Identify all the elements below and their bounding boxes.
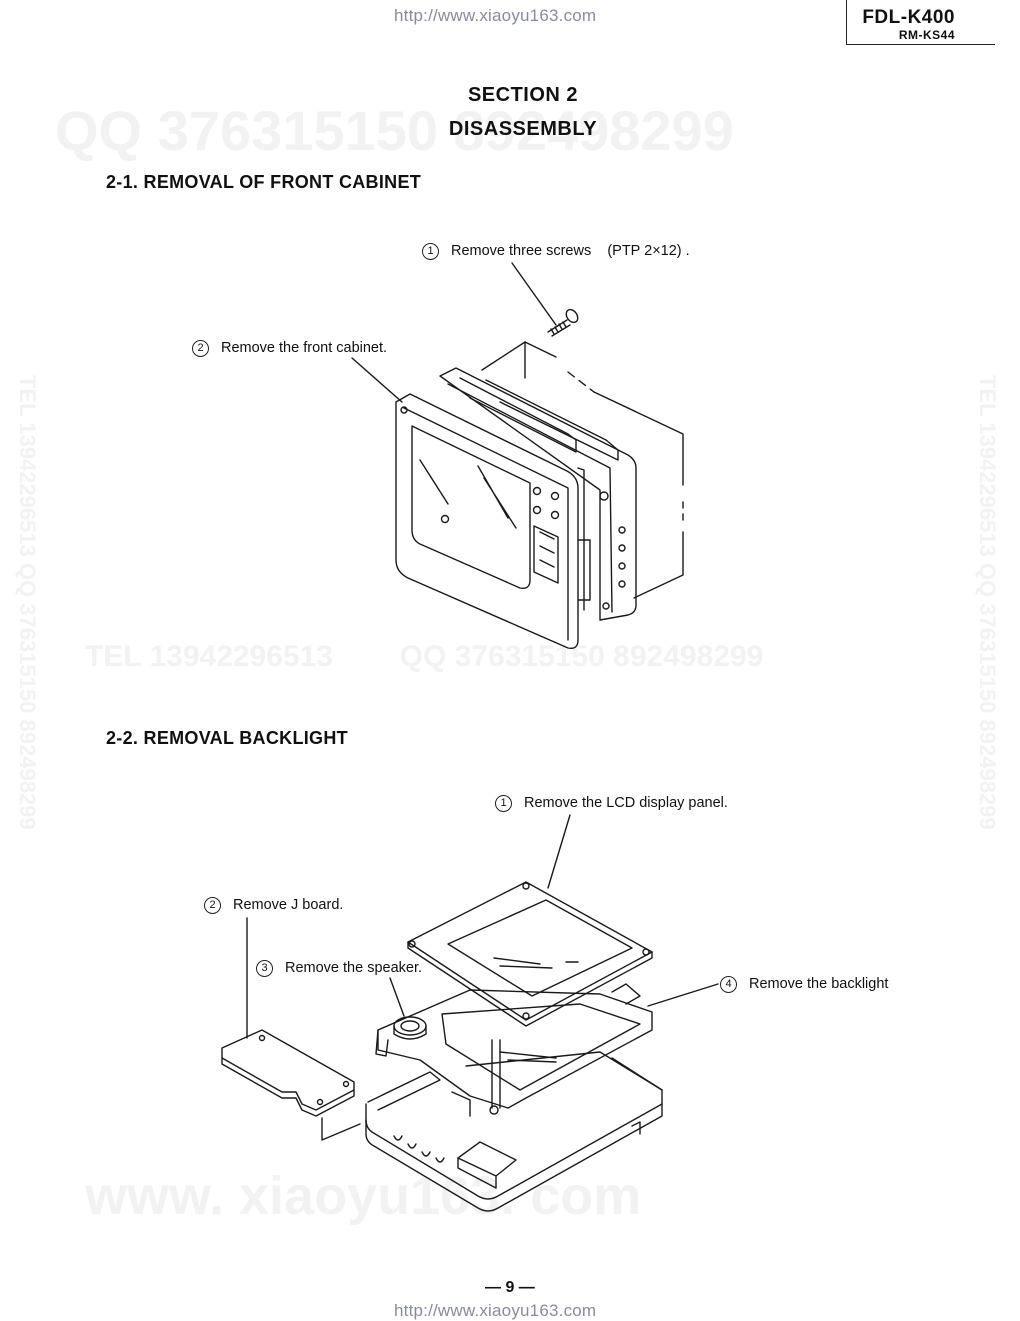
watermark-site: www. xiaoyu163. com xyxy=(85,1166,642,1226)
backlight-unit xyxy=(375,983,653,1117)
top-url[interactable]: http://www.xiaoyu163.com xyxy=(394,6,597,25)
section-number: SECTION 2 xyxy=(467,84,579,106)
leader-screws xyxy=(511,262,557,326)
heading-front-cabinet: 2-1. REMOVAL OF FRONT CABINET xyxy=(106,172,422,192)
screw-icon xyxy=(547,308,579,337)
bottom-url[interactable]: http://www.xiaoyu163.com xyxy=(394,1301,597,1320)
section-title: DISASSEMBLY xyxy=(448,118,598,140)
step-number: 1 xyxy=(495,795,512,812)
lcd-display-panel xyxy=(407,881,653,1027)
j-board xyxy=(221,1029,355,1117)
step-number: 3 xyxy=(256,960,273,977)
step-text: Remove J board. xyxy=(233,897,344,913)
rear-housing xyxy=(481,341,684,599)
leader-speaker xyxy=(389,977,405,1017)
figure-front-cabinet xyxy=(351,262,684,650)
step-text: Remove the backlight xyxy=(749,976,889,992)
speaker-icon xyxy=(393,1016,427,1040)
battery-compartment xyxy=(457,1141,517,1177)
watermark-qq: QQ 376315150 892498299 xyxy=(55,99,734,162)
sub-model-number: RM-KS44 xyxy=(898,28,955,42)
heading-backlight: 2-2. REMOVAL BACKLIGHT xyxy=(106,728,348,748)
step-remove-backlight: 4 Remove the backlight xyxy=(720,976,888,993)
bottom-cabinet xyxy=(321,1051,663,1212)
model-number: FDL-K400 xyxy=(862,7,955,28)
step-number: 1 xyxy=(422,243,439,260)
middle-frame xyxy=(439,367,637,621)
step-remove-front-cabinet: 2 Remove the front cabinet. xyxy=(192,340,387,357)
step-text: Remove the front cabinet. xyxy=(221,340,388,356)
step-text: Remove the speaker. xyxy=(285,960,423,976)
watermark-tel-qq: TEL 13942296513 QQ 376315150 892498299 xyxy=(85,640,764,673)
step-remove-lcd-panel: 1 Remove the LCD display panel. xyxy=(495,795,728,812)
model-box: FDL-K400 RM-KS44 xyxy=(846,0,995,45)
front-cabinet xyxy=(395,393,591,650)
leader-backlight xyxy=(647,983,719,1007)
step-remove-screws: 1 Remove three screws (PTP 2×12) . xyxy=(422,243,690,260)
button-cluster xyxy=(533,525,559,584)
page-number: — 9 — xyxy=(485,1279,535,1296)
leader-front-cabinet xyxy=(351,357,403,403)
step-number: 2 xyxy=(192,340,209,357)
step-number: 2 xyxy=(204,897,221,914)
step-text: Remove three screws (PTP 2×12) . xyxy=(451,243,690,259)
leader-lcd-panel xyxy=(547,814,571,889)
step-remove-speaker: 3 Remove the speaker. xyxy=(256,960,422,977)
step-remove-j-board: 2 Remove J board. xyxy=(204,897,343,914)
step-text: Remove the LCD display panel. xyxy=(524,795,728,811)
step-number: 4 xyxy=(720,976,737,993)
lcd-window xyxy=(411,425,531,590)
figure-backlight xyxy=(221,814,719,1212)
